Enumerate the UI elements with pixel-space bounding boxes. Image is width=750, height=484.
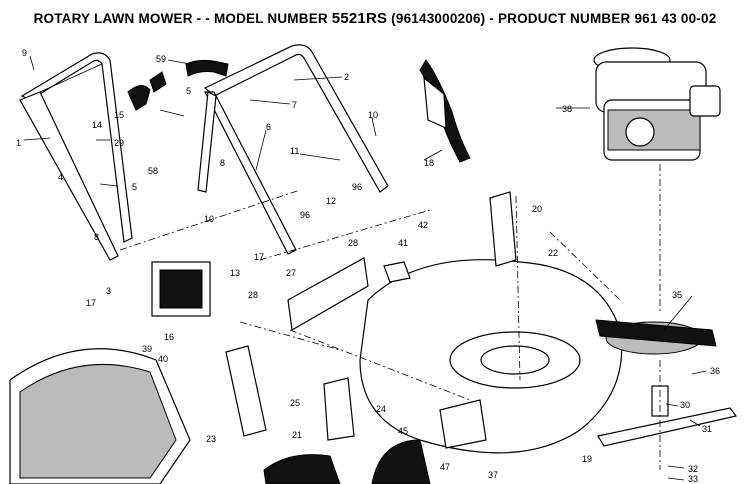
- callout-18: 18: [424, 158, 434, 168]
- title-prefix: ROTARY LAWN MOWER - - MODEL NUMBER: [33, 11, 332, 26]
- callout-25: 25: [290, 398, 300, 408]
- hose-stub: [149, 71, 167, 93]
- callout-8b: 8: [220, 158, 225, 168]
- hose-59: [185, 59, 229, 77]
- callout-7: 7: [292, 100, 297, 110]
- callout-45: 45: [398, 426, 408, 436]
- callout-5a: 5: [186, 86, 191, 96]
- title-suffix: (96143000206) - PRODUCT NUMBER 961 43 00…: [387, 11, 717, 26]
- deflector-18-plate: [423, 76, 447, 129]
- callout-38: 38: [562, 104, 572, 114]
- callout-10b: 10: [204, 214, 214, 224]
- baffle-27: [287, 257, 369, 331]
- diagram-title: ROTARY LAWN MOWER - - MODEL NUMBER 5521R…: [8, 10, 742, 27]
- callout-47: 47: [440, 462, 450, 472]
- callout-2: 2: [344, 72, 349, 82]
- callout-39: 39: [142, 344, 152, 354]
- callout-24: 24: [376, 404, 386, 414]
- grass-catcher: [9, 348, 191, 484]
- part-25: [323, 377, 355, 441]
- callout-31: 31: [702, 424, 712, 434]
- callout-6: 6: [266, 122, 271, 132]
- callout-28b: 28: [248, 290, 258, 300]
- callout-17a: 17: [86, 298, 96, 308]
- callout-58: 58: [148, 166, 158, 176]
- assembly-lines: [119, 164, 661, 470]
- callout-33: 33: [688, 474, 698, 484]
- callout-42: 42: [418, 220, 428, 230]
- leader-lines: [23, 55, 707, 481]
- callout-22: 22: [548, 248, 558, 258]
- callout-30: 30: [680, 400, 690, 410]
- lower-handle: [197, 44, 389, 255]
- callout-8a: 8: [94, 232, 99, 242]
- callout-32: 32: [688, 464, 698, 474]
- callout-1: 1: [16, 138, 21, 148]
- engine-38: [593, 47, 721, 161]
- bracket-21: [225, 345, 267, 437]
- callout-12: 12: [326, 196, 336, 206]
- callout-labels: 9 59 1 14 15 29 5 5 58 4 8 8 2 7 6 10 10…: [16, 48, 720, 484]
- callout-23: 23: [206, 434, 216, 444]
- callout-27: 27: [286, 268, 296, 278]
- hose-15: [127, 85, 151, 111]
- model-number: 5521RS: [331, 10, 388, 27]
- callout-59: 59: [156, 54, 166, 64]
- callout-11: 11: [290, 146, 299, 156]
- callout-19: 19: [582, 454, 592, 464]
- bracket-20: [489, 191, 517, 267]
- upper-handle: [19, 52, 133, 261]
- callout-14: 14: [92, 120, 102, 130]
- mower-deck: [359, 259, 623, 454]
- callout-41: 41: [398, 238, 408, 248]
- callout-40: 40: [158, 354, 168, 364]
- callout-13: 13: [230, 268, 240, 278]
- callout-35: 35: [672, 290, 682, 300]
- callout-16: 16: [164, 332, 174, 342]
- callout-29: 29: [114, 138, 124, 148]
- callout-9: 9: [22, 48, 27, 58]
- callout-20: 20: [532, 204, 542, 214]
- callout-37: 37: [488, 470, 498, 480]
- callout-21: 21: [292, 430, 302, 440]
- callout-10a: 10: [368, 110, 378, 120]
- callout-17b: 17: [254, 252, 264, 262]
- callout-5b: 5: [132, 182, 137, 192]
- blade-plate: [595, 319, 717, 347]
- flap-lower-left: [263, 454, 341, 484]
- callout-36: 36: [710, 366, 720, 376]
- callout-28a: 28: [348, 238, 358, 248]
- callout-4: 4: [58, 172, 63, 182]
- callout-3: 3: [106, 286, 111, 296]
- blade-31: [597, 407, 738, 447]
- callout-96a: 96: [352, 182, 362, 192]
- part-45: [371, 439, 431, 484]
- callout-96b: 96: [300, 210, 310, 220]
- part-41: [383, 261, 411, 283]
- callout-15: 15: [114, 110, 124, 120]
